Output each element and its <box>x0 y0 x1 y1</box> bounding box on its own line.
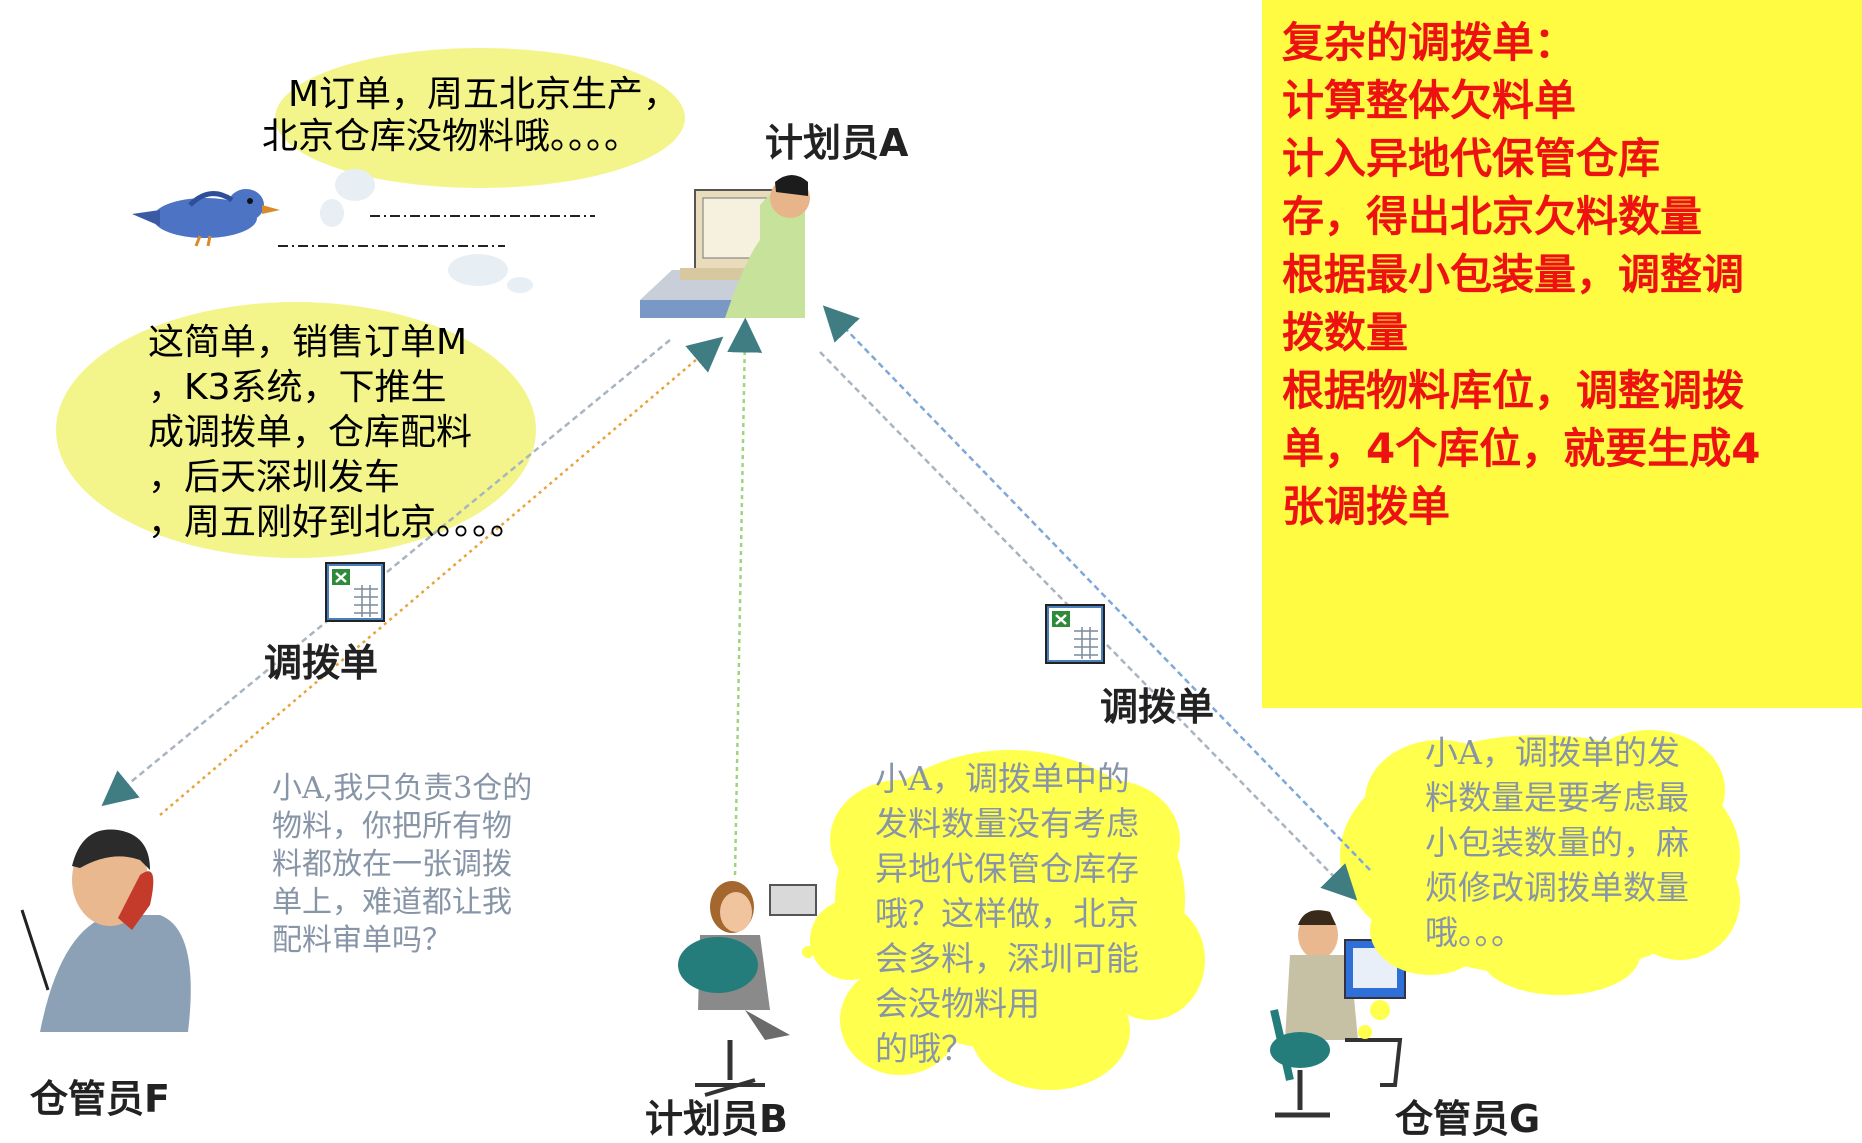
complaint-line: 小A,我只负责3仓的 <box>272 771 533 806</box>
note-line: 张调拨单 <box>1282 482 1451 531</box>
complaint-line: 单上，难道都让我 <box>272 885 512 920</box>
complaint-keeper-g: 小A，调拨单的发 料数量是要考虑最 小包装数量的，麻 烦修改调拨单数量 哦。。。 <box>1425 730 1689 955</box>
complaint-line: 料数量是要考虑最 <box>1425 778 1689 817</box>
complaint-line: 料都放在一张调拨 <box>272 847 512 882</box>
note-box: 复杂的调拨单： 计算整体欠料单 计入异地代保管仓库 存，得出北京欠料数量 根据最… <box>1262 0 1862 708</box>
complaint-line: 哦。。。 <box>1425 913 1524 952</box>
complaint-line: 会没物料用 <box>875 984 1040 1023</box>
speech-left-text: 这简单，销售订单M ，K3系统，下推生 成调拨单，仓库配料 ，后天深圳发车 ，周… <box>148 320 526 545</box>
complaint-line: 小A，调拨单中的 <box>875 759 1130 798</box>
thought-dot <box>448 254 508 286</box>
complaint-line: 的哦？ <box>875 1029 974 1068</box>
complaint-line: 配料审单吗？ <box>272 923 452 958</box>
role-label-keeper-g: 仓管员G <box>1395 1097 1541 1141</box>
speech-bubble-top <box>275 48 685 188</box>
speech-line: ，K3系统，下推生 <box>148 367 447 408</box>
complaint-line: 哦？这样做，北京 <box>875 894 1139 933</box>
thought-dot <box>507 277 533 293</box>
speech-line: ，后天深圳发车 <box>148 457 401 498</box>
excel-document-icon <box>325 562 385 622</box>
note-line: 根据最小包装量，调整调 <box>1282 250 1745 299</box>
complaint-line: 异地代保管仓库存 <box>875 849 1139 888</box>
complaint-line: 小A，调拨单的发 <box>1425 733 1680 772</box>
bird-icon <box>132 189 280 247</box>
arrow-b-to-a <box>727 317 763 876</box>
keeper-f-figure <box>20 829 191 1032</box>
thought-dot <box>335 169 375 201</box>
complaint-line: 发料数量没有考虑 <box>875 804 1139 843</box>
complaint-line: 烦修改调拨单数量 <box>1425 868 1689 907</box>
note-line: 计算整体欠料单 <box>1282 76 1577 125</box>
note-line: 存，得出北京欠料数量 <box>1282 192 1703 241</box>
keeper-g-figure <box>1270 910 1406 1118</box>
arrow-g-to-a <box>822 305 1371 871</box>
cloud-bubble-g <box>1340 730 1740 1039</box>
doc-label-left: 调拨单 <box>264 641 379 685</box>
speech-top-text: M订单，周五北京生产， 北京仓库没物料哦。。。。 <box>262 74 679 158</box>
complaint-line: 会多料，深圳可能 <box>875 939 1139 978</box>
note-line: 复杂的调拨单： <box>1282 18 1577 67</box>
complaint-planner-b: 小A，调拨单中的 发料数量没有考虑 异地代保管仓库存 哦？这样做，北京 会多料，… <box>875 756 1139 1071</box>
note-line: 拨数量 <box>1282 308 1409 357</box>
speech-line: M订单，周五北京生产， <box>288 74 680 115</box>
complaint-line: 物料，你把所有物 <box>272 809 512 844</box>
thought-dot <box>320 199 344 227</box>
role-label-keeper-f: 仓管员F <box>30 1077 170 1121</box>
excel-document-icon <box>1045 604 1105 664</box>
note-line: 单，4个库位，就要生成4 <box>1282 424 1761 473</box>
speech-bubble-left <box>56 302 536 558</box>
cloud-bubble-b <box>802 750 1205 1090</box>
doc-label-right: 调拨单 <box>1100 685 1215 729</box>
complaint-keeper-f: 小A,我只负责3仓的 物料，你把所有物 料都放在一张调拨 单上，难道都让我 配料… <box>272 770 532 960</box>
note-line: 计入异地代保管仓库 <box>1282 134 1661 183</box>
speech-line: 成调拨单，仓库配料 <box>148 412 473 453</box>
complaint-line: 小包装数量的，麻 <box>1425 823 1689 862</box>
planner-b-figure <box>678 881 817 1097</box>
planner-a-figure <box>640 175 810 318</box>
note-line: 根据物料库位，调整调拨 <box>1282 366 1745 415</box>
arrow-f-to-a <box>159 336 724 816</box>
role-label-planner-a: 计划员A <box>765 121 909 165</box>
role-label-planner-b: 计划员B <box>645 1097 788 1141</box>
speech-line: ，周五刚好到北京。。。。 <box>148 502 527 543</box>
speech-line: 这简单，销售订单M <box>148 322 468 363</box>
speech-line: 北京仓库没物料哦。。。。 <box>262 116 641 157</box>
